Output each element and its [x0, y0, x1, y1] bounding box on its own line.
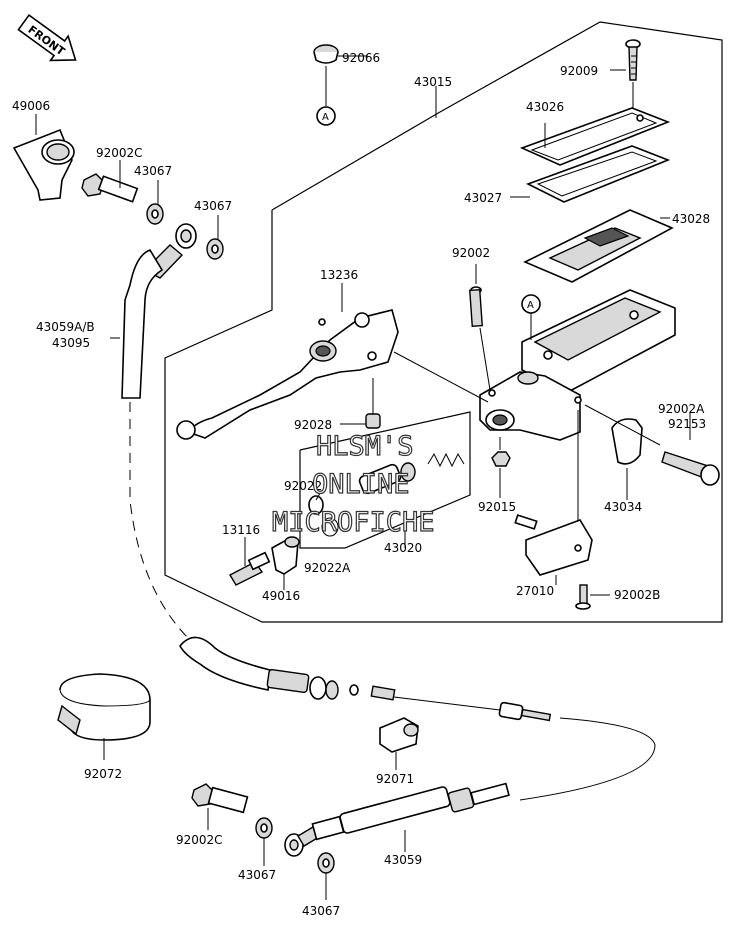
label-27010: 27010 [516, 584, 554, 598]
label-43026: 43026 [526, 100, 564, 114]
label-92002c-bot: 92002C [176, 833, 223, 847]
assembly-frame [164, 21, 723, 623]
part-92022a-circlip [321, 517, 339, 537]
label-43028: 43028 [672, 212, 710, 226]
part-92002c-bolt-bot [191, 783, 249, 814]
front-arrow-icon: FRONT [17, 13, 77, 62]
part-piston [358, 462, 416, 495]
label-43015: 43015 [414, 75, 452, 89]
label-92072: 92072 [84, 767, 122, 781]
part-43095-hose-lower [179, 636, 339, 700]
part-43067-washer-d [317, 852, 335, 874]
label-92028: 92028 [294, 418, 332, 432]
part-92015-nut [491, 451, 511, 467]
label-43067-b: 43067 [194, 199, 232, 213]
part-92066-cap: A [313, 44, 368, 126]
part-43067-washer-a [146, 203, 164, 225]
label-43020: 43020 [384, 541, 422, 555]
part-43034-clamp [611, 418, 643, 465]
label-92022: 92022 [284, 479, 322, 493]
part-92028-bushing [365, 413, 381, 429]
part-43059-hose [284, 782, 510, 857]
part-43027-plate [525, 145, 671, 203]
label-92153: 92153 [668, 417, 706, 431]
label-49016: 49016 [262, 589, 300, 603]
part-43026-cover [519, 107, 671, 166]
label-92071: 92071 [376, 772, 414, 786]
part-master-cylinder [479, 371, 582, 441]
callout-a-label: A [322, 112, 329, 123]
label-92002b: 92002B [614, 588, 660, 602]
part-92022-cup [308, 495, 324, 515]
label-43059ab: 43059A/B [36, 320, 95, 334]
part-reservoir-body [521, 289, 676, 393]
watermark-line-3: MICROFICHE [272, 507, 435, 538]
part-hose-dashed [129, 402, 191, 641]
label-92002a: 92002A [658, 402, 705, 416]
label-92002: 92002 [452, 246, 490, 260]
label-43027: 43027 [464, 191, 502, 205]
watermark-line-2: ONLINE [312, 469, 410, 500]
part-43067-washer-c [255, 817, 273, 839]
label-43067-d: 43067 [302, 904, 340, 918]
label-92015: 92015 [478, 500, 516, 514]
label-92066: 92066 [342, 51, 380, 65]
watermark-line-1: HLSM'S [316, 431, 414, 462]
piston-kit-frame [299, 411, 471, 549]
part-92002c-bolt-top [81, 173, 139, 203]
callout-a-circle [316, 106, 336, 126]
part-49016-boot [271, 536, 300, 575]
part-27010-switch [514, 514, 593, 576]
part-cable-rod [349, 684, 552, 722]
label-43067-a: 43067 [134, 164, 172, 178]
callout-a-label-2: A [527, 300, 534, 311]
label-13116: 13116 [222, 523, 260, 537]
label-43067-c: 43067 [238, 868, 276, 882]
label-43034: 43034 [604, 500, 642, 514]
label-13236: 13236 [320, 268, 358, 282]
part-92071-collar [379, 717, 419, 753]
label-92022a: 92022A [304, 561, 351, 575]
label-43095: 43095 [52, 336, 90, 350]
label-43059: 43059 [384, 853, 422, 867]
part-92002-bolt [469, 286, 483, 328]
part-spring [427, 452, 465, 468]
part-43067-washer-b [206, 238, 224, 260]
part-13236-lever [176, 309, 399, 440]
part-13116-pin [229, 551, 271, 586]
part-43028-diaphragm [523, 209, 674, 283]
label-49006: 49006 [12, 99, 50, 113]
part-92153-bolt [661, 451, 720, 486]
part-92002b-screw [575, 584, 591, 610]
part-cable-line [519, 717, 656, 801]
label-92002c-top: 92002C [96, 146, 143, 160]
part-49006-cap [12, 128, 75, 201]
part-43059ab-hose-upper [121, 249, 164, 399]
label-92009: 92009 [560, 64, 598, 78]
part-92072-band [57, 673, 151, 741]
part-92009-screw [625, 39, 641, 81]
